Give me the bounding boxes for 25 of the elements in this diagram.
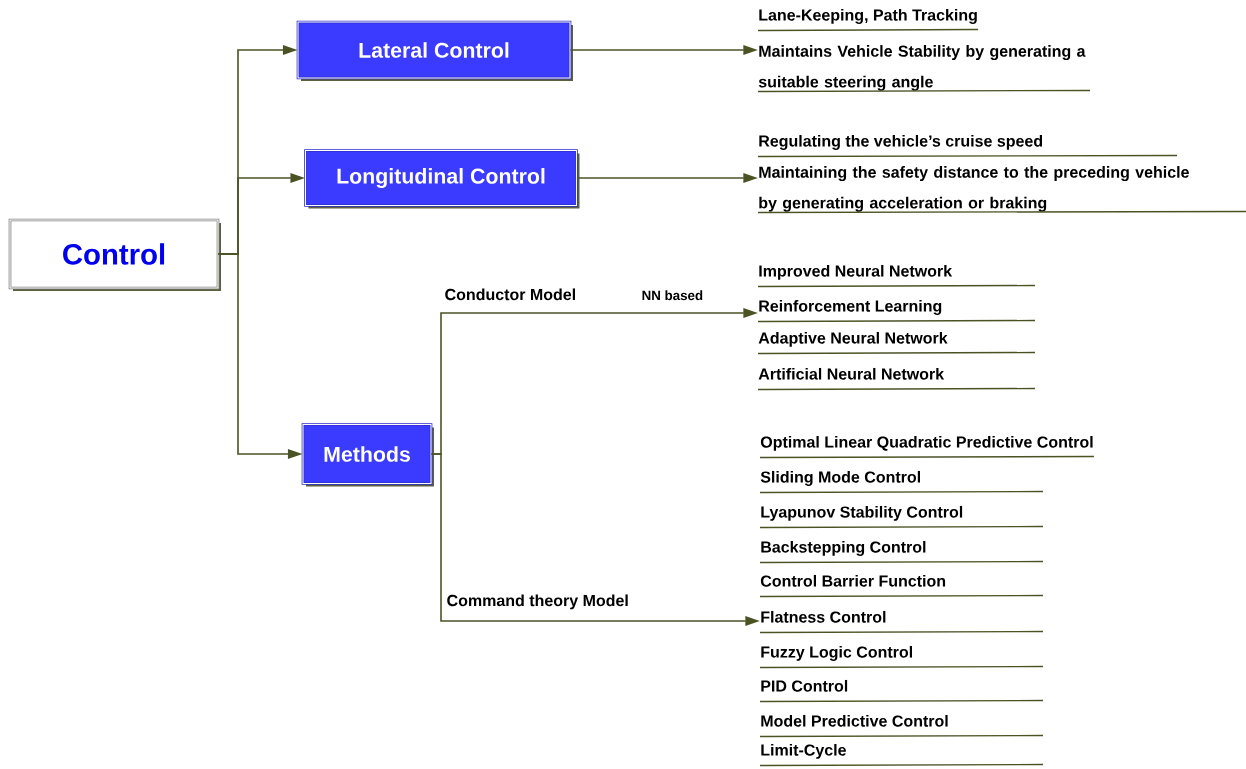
category-box: Methods	[301, 423, 434, 487]
list-item: Improved Neural Network	[759, 264, 953, 280]
list-item: Control Barrier Function	[760, 574, 946, 587]
category-box: Longitudinal Control	[304, 149, 580, 209]
list-item: Artificial Neural Network	[758, 367, 945, 380]
list-item: Maintains Vehicle Stability by generating a suitable steering angle	[758, 45, 1086, 91]
category-box: Lateral Control	[296, 20, 573, 81]
list-item: Backstepping Control	[761, 540, 926, 556]
list-item: PID Control	[761, 679, 848, 692]
list-item: Model Predictive Control	[761, 714, 948, 727]
list-item: Lyapunov Stability Control	[761, 505, 963, 521]
branch-label: NN based	[640, 289, 705, 302]
list-item: Flatness Control	[761, 610, 886, 623]
list-item: Maintaining the safety distance to the preceding vehicle by generating acceleration or braking	[759, 166, 1189, 212]
edge-label: Conductor Model	[443, 287, 578, 302]
list-item: Lane-Keeping, Path Tracking	[759, 8, 977, 24]
list-item: Sliding Mode Control	[760, 470, 920, 486]
list-item: Optimal Linear Quadratic Predictive Control	[760, 435, 1093, 451]
list-item: Adaptive Neural Network	[758, 331, 948, 347]
list-item: Fuzzy Logic Control	[761, 645, 912, 661]
list-item: Limit-Cycle	[761, 743, 846, 759]
list-item: Reinforcement Learning	[759, 299, 942, 315]
list-item: Regulating the vehicle’s cruise speed	[759, 134, 1043, 150]
root-box: Control	[8, 218, 221, 291]
edge-label: Command theory Model	[445, 593, 631, 611]
